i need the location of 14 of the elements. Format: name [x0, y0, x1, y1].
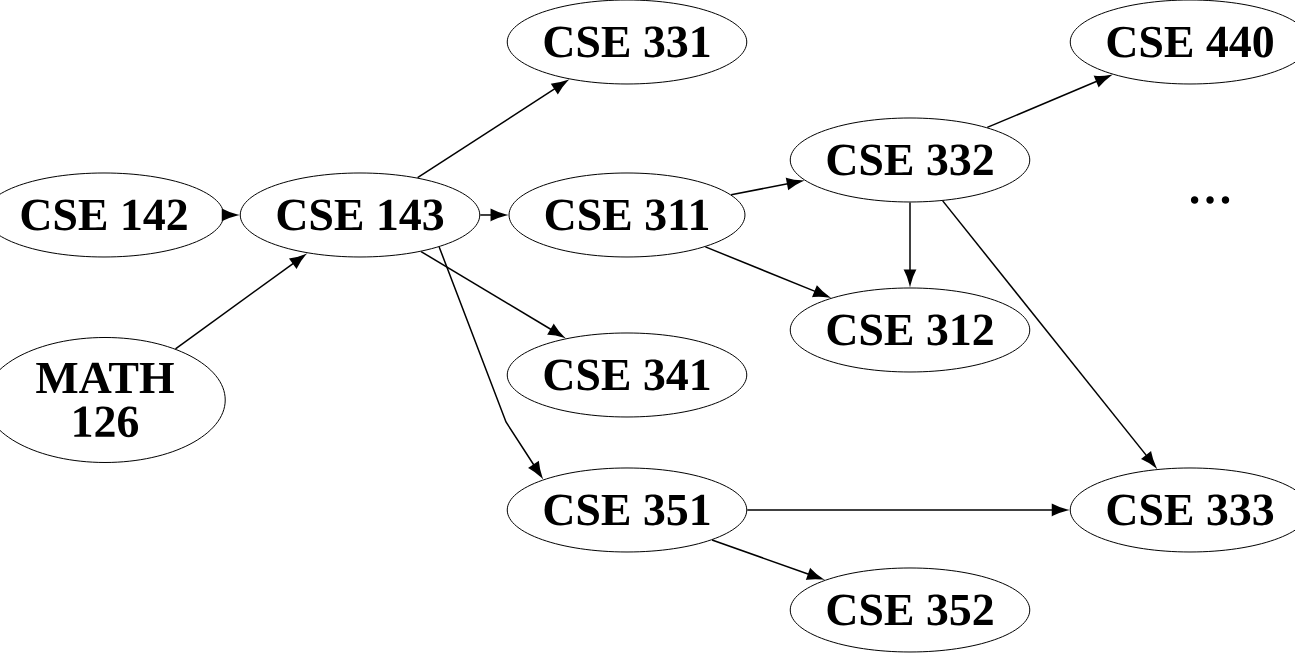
arrow — [420, 250, 564, 338]
arrow — [904, 201, 916, 286]
arrow — [730, 177, 803, 196]
arrow — [416, 80, 568, 179]
arrow — [174, 254, 306, 350]
ellipsis-mark: … — [1190, 196, 1230, 204]
arrow — [438, 246, 543, 478]
arrow — [986, 75, 1111, 129]
arrow — [704, 246, 829, 298]
arrow — [941, 200, 1157, 468]
arrow — [479, 209, 507, 221]
arrow — [221, 209, 238, 221]
arrow — [746, 504, 1068, 516]
arrow — [711, 539, 823, 580]
